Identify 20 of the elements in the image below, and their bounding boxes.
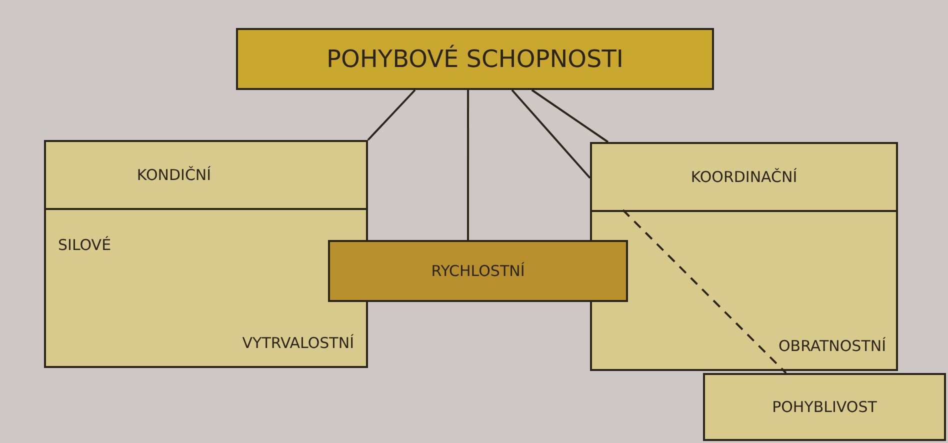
connector-line <box>511 89 591 179</box>
title-box <box>236 28 714 90</box>
category-box <box>328 240 628 302</box>
category-box <box>590 142 898 212</box>
node-label: VYTRVALOSTNÍ <box>242 334 354 352</box>
category-box <box>590 210 898 371</box>
category-box <box>44 140 368 210</box>
connector-line <box>367 89 416 141</box>
category-box <box>703 373 946 441</box>
node-label: RYCHLOSTNÍ <box>431 262 525 280</box>
node-label: KOORDINAČNÍ <box>690 168 798 186</box>
connector-line <box>467 90 470 240</box>
node-label: OBRATNOSTNÍ <box>778 337 886 355</box>
node-label: POHYBLIVOST <box>772 398 877 416</box>
connector-line <box>531 89 609 143</box>
category-box <box>44 208 368 368</box>
node-label: KONDIČNÍ <box>136 166 212 184</box>
node-label: SILOVÉ <box>58 236 112 254</box>
dashed-connector <box>622 209 787 374</box>
node-label: POHYBOVÉ SCHOPNOSTI <box>326 45 624 73</box>
